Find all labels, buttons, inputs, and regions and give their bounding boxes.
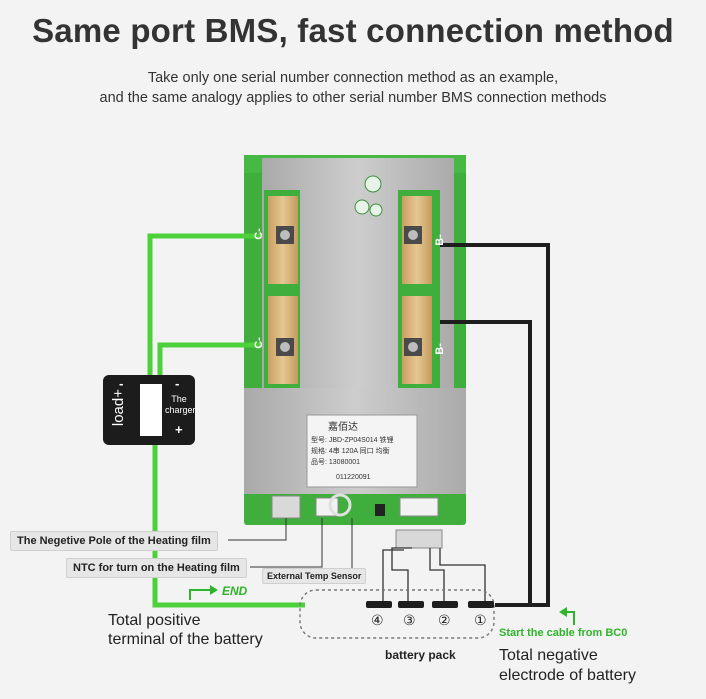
- charger-plus: +: [175, 422, 183, 437]
- leader-neg-heating: [228, 518, 287, 541]
- b-label-1: B-: [433, 234, 446, 246]
- connector-divider: [140, 384, 162, 436]
- balance-plug: [395, 529, 443, 549]
- c-label-2: C-: [252, 337, 265, 349]
- b-label-2: B-: [433, 343, 446, 355]
- sticker-serial: 011220091: [336, 474, 371, 481]
- balance-wire-3: [391, 547, 412, 605]
- charger-label: The charger: [165, 394, 196, 415]
- leader-ntc: [250, 518, 323, 568]
- connector-balance: [399, 497, 439, 517]
- battery-pack-label: battery pack: [385, 648, 456, 662]
- cell-2: [432, 601, 458, 608]
- b-terminal-1-screw: [408, 230, 418, 240]
- start-arrow: [565, 611, 575, 625]
- total-negative-line-1: Total negative: [499, 647, 598, 664]
- black-wire-b-upper: [440, 243, 550, 607]
- end-arrow-head: [210, 585, 218, 595]
- start-cable-label: Start the cable from BC0: [499, 627, 628, 639]
- c-label-1: C-: [252, 228, 265, 240]
- connector-temp: [375, 504, 385, 516]
- spec-sticker: [306, 414, 418, 488]
- sticker-model: 型号: JBD-ZP04S014 铁锂: [311, 437, 394, 444]
- green-wire-battery-positive: [152, 445, 305, 608]
- balance-wire-4: [382, 549, 404, 605]
- subtitle-line-2: and the same analogy applies to other se…: [99, 90, 607, 106]
- balance-wire-1: [439, 548, 486, 605]
- load-minus: -: [119, 376, 124, 391]
- sticker-spec: 规格: 4串 120A 同口 均衡: [311, 448, 390, 455]
- page-title: Same port BMS, fast connection method: [32, 12, 674, 49]
- total-positive-line-1: Total positive: [108, 612, 201, 629]
- page-subtitle: Take only one serial number connection m…: [0, 68, 706, 108]
- c-terminal-1-screw: [280, 230, 290, 240]
- sticker-brand: 嘉佰达: [328, 422, 358, 433]
- load-charger-connector: - load+ - The charger +: [103, 375, 196, 445]
- start-arrow-head: [559, 607, 567, 617]
- load-label: load+: [110, 389, 127, 427]
- total-positive-line-2: terminal of the battery: [108, 631, 263, 648]
- leader-ext-temp: [351, 518, 365, 576]
- end-arrow: [189, 589, 210, 600]
- battery-pack-outline: [299, 589, 495, 639]
- sticker-item: 品号: 13080001: [311, 459, 361, 466]
- black-wire-b-lower: [440, 320, 532, 605]
- b-terminal-2-screw: [408, 342, 418, 352]
- cell-number-3: ③: [403, 612, 416, 628]
- subtitle-line-1: Take only one serial number connection m…: [147, 70, 559, 86]
- cell-4: [366, 601, 392, 608]
- green-wire-c-upper: [147, 233, 262, 375]
- ntc-wire-coil: [328, 493, 352, 517]
- cell-number-2: ②: [438, 612, 451, 628]
- cell-number-4: ④: [371, 612, 384, 628]
- negative-heating-label: The Negetive Pole of the Heating film: [10, 531, 218, 551]
- cell-number-1: ①: [474, 612, 487, 628]
- c-terminal-2-screw: [280, 342, 290, 352]
- cell-1: [468, 601, 494, 608]
- qc-sticker-2: [354, 199, 370, 215]
- cell-3: [398, 601, 424, 608]
- connector-left: [271, 495, 301, 519]
- ntc-label: NTC for turn on the Heating film: [66, 558, 247, 578]
- green-wire-c-lower: [157, 342, 262, 375]
- qc-sticker-1: [364, 175, 382, 193]
- balance-wire-2: [429, 548, 445, 605]
- end-label: END: [222, 584, 248, 598]
- ext-temp-label: External Temp Sensor: [262, 568, 367, 584]
- qc-sticker-3: [369, 203, 383, 217]
- charger-minus: -: [175, 376, 180, 391]
- total-negative-line-2: electrode of battery: [499, 667, 636, 684]
